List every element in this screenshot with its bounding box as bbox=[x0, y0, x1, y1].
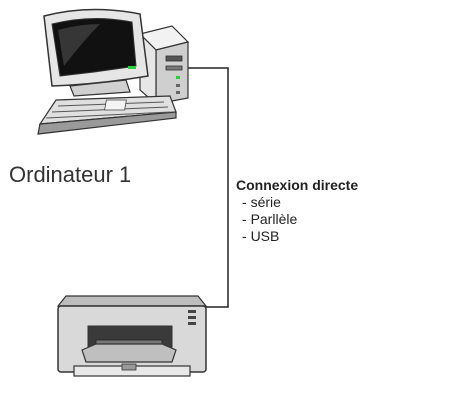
connection-type-list: - série - Parllèle - USB bbox=[236, 194, 358, 245]
list-bullet: - bbox=[242, 211, 247, 227]
keyboard bbox=[37, 95, 177, 135]
tower-unit bbox=[138, 25, 190, 106]
desktop-computer-icon bbox=[37, 8, 190, 135]
connection-type-item: - série bbox=[236, 194, 358, 211]
connection-info: Connexion directe - série - Parllèle - U… bbox=[236, 177, 358, 245]
computer-label: Ordinateur 1 bbox=[9, 162, 132, 187]
connection-type-label: série bbox=[250, 194, 281, 210]
connection-title: Connexion directe bbox=[236, 177, 359, 193]
connection-type-label: Parllèle bbox=[250, 211, 298, 227]
connection-type-item: - USB bbox=[236, 228, 358, 245]
connection-type-label: USB bbox=[250, 228, 280, 244]
monitor bbox=[43, 8, 149, 97]
list-bullet: - bbox=[242, 194, 247, 210]
list-bullet: - bbox=[242, 228, 247, 244]
connection-line bbox=[186, 67, 229, 308]
printer-icon bbox=[56, 295, 208, 377]
connection-type-item: - Parllèle bbox=[236, 211, 358, 228]
